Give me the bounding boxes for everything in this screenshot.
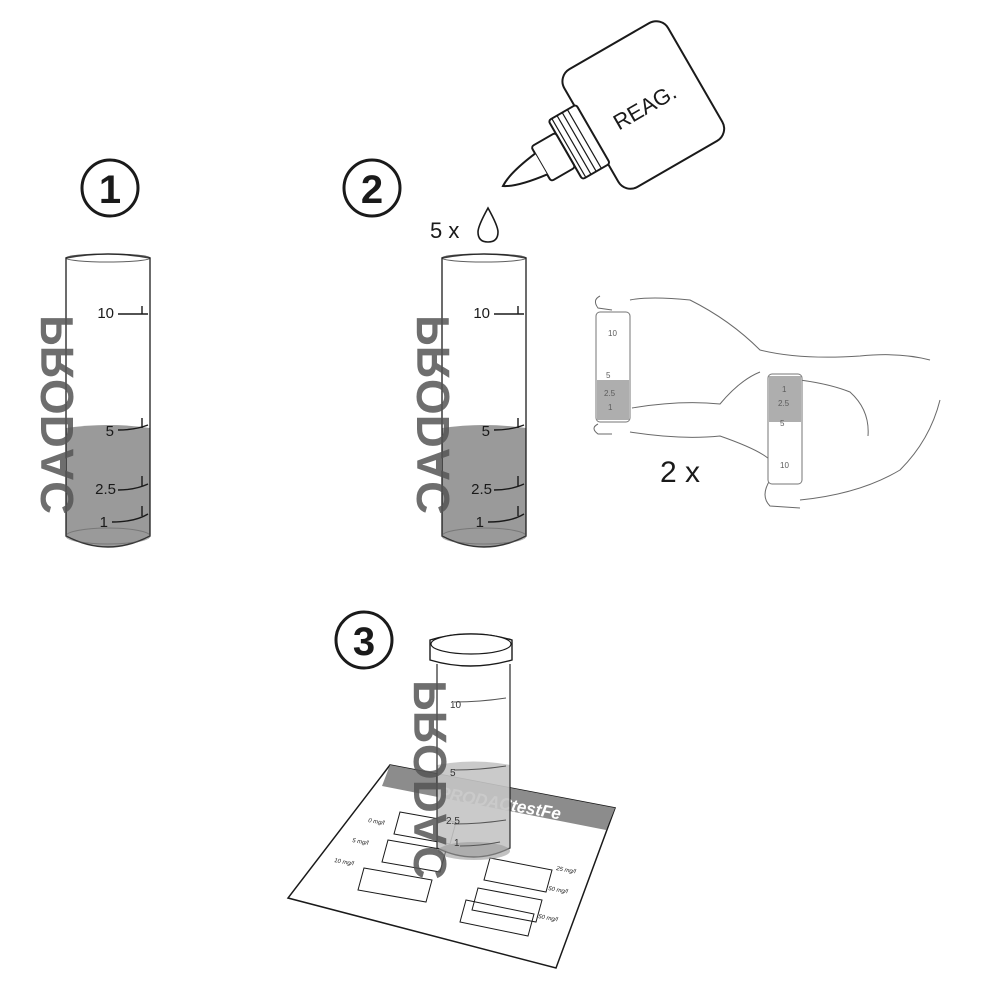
shaking-hand-illustration: 10 5 2.5 1 10 5 2.5 1 (593, 295, 941, 509)
step-2-tube-brand: PRODAC (407, 315, 459, 514)
small-tube-2-scale-2-5: 2.5 (778, 399, 790, 408)
step-2-scale-2-5: 2.5 (471, 481, 492, 498)
step-3-scale-10: 10 (450, 700, 462, 711)
card-label-50mg-b: 50 mg/l (538, 914, 559, 923)
step-3-number: 3 (353, 620, 375, 664)
step-2-scale-10: 10 (473, 305, 490, 322)
step-3: 3 PRODACtestFe 0 mg/l 5 mg/l 10 mg/l 25 … (286, 610, 617, 969)
step-3-scale-2-5: 2.5 (446, 816, 460, 827)
reagent-bottle: REAG. (501, 20, 726, 190)
small-tube-1-scale-10: 10 (608, 329, 617, 338)
step-1-liquid (66, 425, 150, 547)
small-tube-1-scale-1: 1 (608, 403, 613, 412)
step-2-liquid (442, 425, 526, 547)
step-2-test-tube: PRODAC 10 5 2.5 1 (407, 253, 527, 548)
step-1-scale-2-5: 2.5 (95, 481, 116, 498)
shake-count-text: 2 x (660, 456, 700, 489)
card-label-0mg: 0 mg/l (368, 818, 386, 827)
step-1-scale-1: 1 (100, 514, 108, 531)
small-tube-1-scale-2-5: 2.5 (604, 389, 616, 398)
card-label-50mg-a: 50 mg/l (548, 886, 569, 895)
step-2-number: 2 (361, 168, 383, 212)
step-1: 1 PRODAC 10 5 2.5 1 (31, 158, 151, 548)
step-2-scale-5: 5 (482, 423, 490, 440)
step-1-scale-10: 10 (97, 305, 114, 322)
drop-icon (477, 206, 499, 243)
step-1-tube-brand: PRODAC (31, 315, 83, 514)
small-tube-2-scale-5: 5 (780, 419, 785, 428)
step-3-tube-brand: PRODAC (404, 680, 456, 879)
step-3-liquid (437, 761, 510, 857)
card-label-5mg: 5 mg/l (352, 838, 370, 847)
step-2-number-badge: 2 (342, 158, 402, 218)
step-2: 2 REAG. 5 x PRODAC 10 5 2.5 1 (342, 20, 941, 548)
card-label-10mg: 10 mg/l (334, 858, 355, 867)
step-1-number: 1 (99, 168, 121, 212)
step-3-scale-1: 1 (454, 838, 460, 849)
step-3-number-badge: 3 (334, 610, 394, 670)
step-3-scale-5: 5 (450, 768, 456, 779)
step-1-number-badge: 1 (80, 158, 140, 218)
card-right-swatches (459, 857, 553, 937)
step-3-capped-tube: PRODAC 10 5 2.5 1 (404, 633, 513, 879)
step-1-scale-5: 5 (106, 423, 114, 440)
small-tube-2-scale-10: 10 (780, 461, 789, 470)
step-2-scale-1: 1 (476, 514, 484, 531)
step-1-test-tube: PRODAC 10 5 2.5 1 (31, 253, 151, 548)
card-label-25mg: 25 mg/l (555, 866, 577, 876)
small-tube-upright: 10 5 2.5 1 (595, 311, 631, 423)
small-tube-1-scale-5: 5 (606, 371, 611, 380)
small-tube-inverted: 10 5 2.5 1 (767, 373, 803, 485)
small-tube-2-scale-1: 1 (782, 385, 787, 394)
drops-count-text: 5 x (430, 218, 459, 243)
